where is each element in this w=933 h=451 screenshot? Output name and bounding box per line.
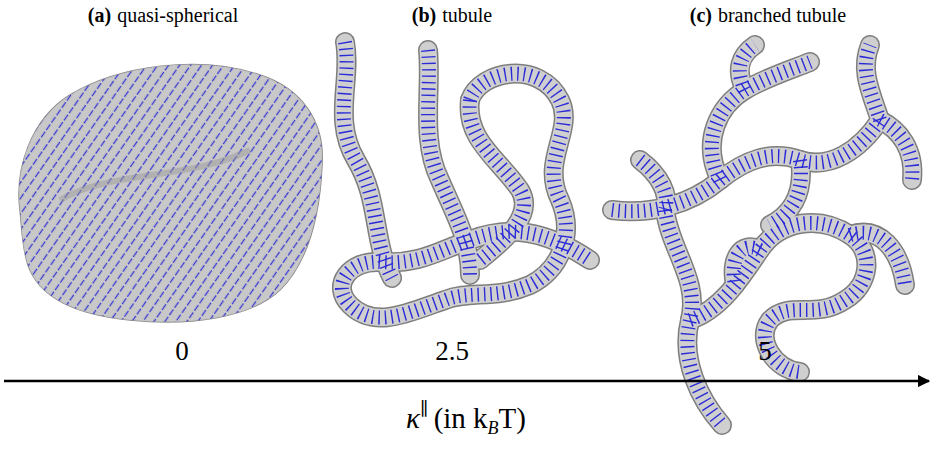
tubule-network [342,42,590,318]
label-group: 2.5 [435,336,469,367]
figure-label: ∥ [420,399,428,419]
branched-tubule-network [612,45,912,425]
label-group: 0 [175,336,189,367]
axis-arrow [4,380,929,383]
figure-label: branched tubule [718,4,846,26]
vesicle-blob [19,65,322,322]
figure-label: T) [499,402,526,434]
label-group: (c) branched tubule [690,4,846,27]
figure-label: tubule [442,4,492,26]
figure-label: B [488,418,499,438]
figure-label: 0 [175,336,189,366]
figure-label: 2.5 [435,336,469,366]
figure-label: (b) [412,4,436,26]
figure-label: (a) [88,4,111,26]
label-group: 5 [758,336,772,367]
figure-label: κ [406,402,420,434]
figure-label: 5 [758,336,772,366]
label-group: κ∥ (in kBT) [406,398,526,439]
label-group: (b) tubule [412,4,492,27]
figure-label: (in k [434,402,488,434]
figure-label: (c) [690,4,712,26]
figure-label: quasi-spherical [117,4,238,26]
label-group: (a) quasi-spherical [88,4,238,27]
